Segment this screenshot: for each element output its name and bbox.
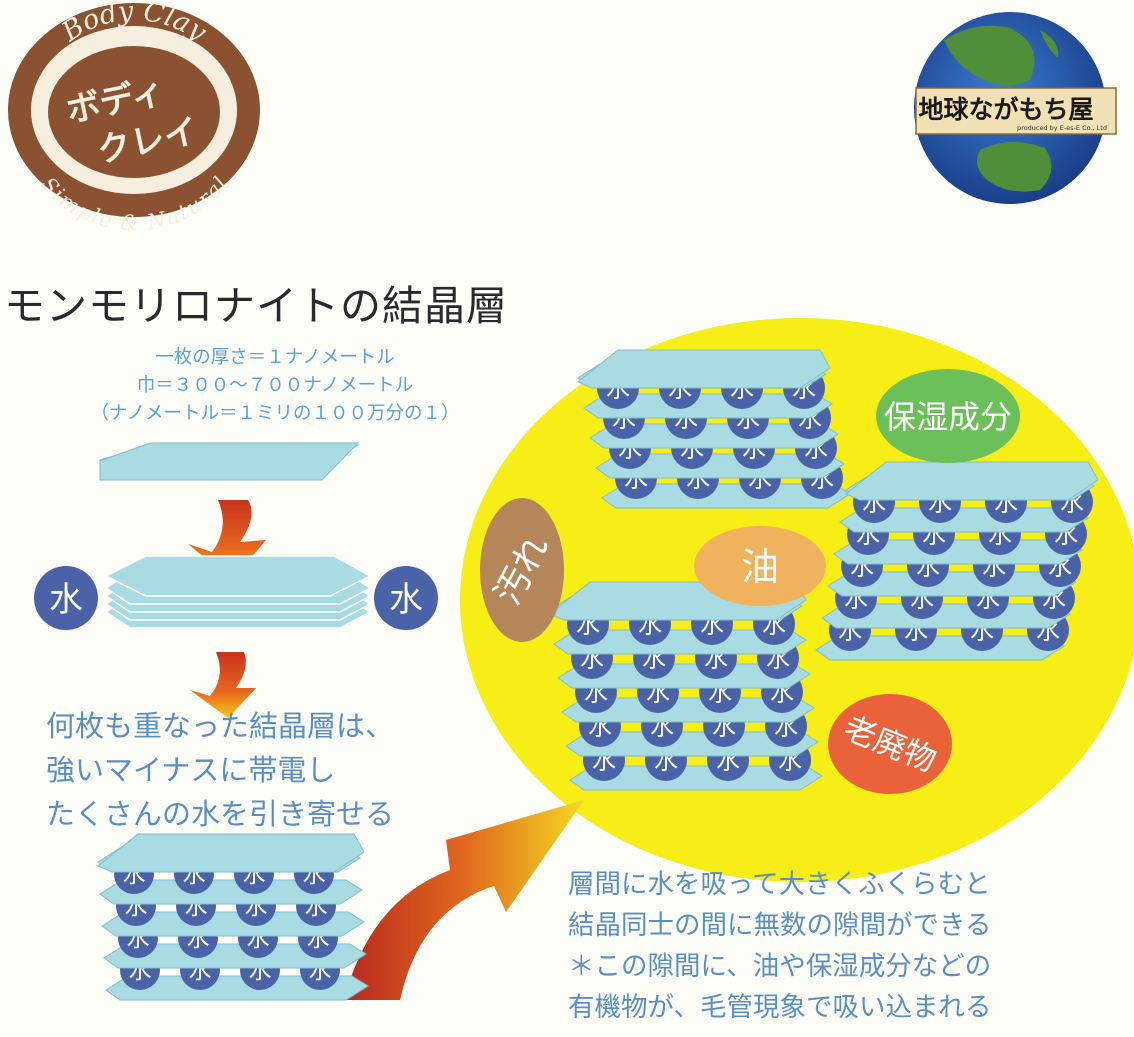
continent-japan <box>1040 30 1059 58</box>
logo-banner-name: 地球ながもち屋 <box>918 95 1093 124</box>
nagamochiya-logo: 地球ながもち屋 produced by E-es-E Co., Ltd <box>914 12 1117 204</box>
stack-description: 何枚も重なった結晶層は、 強いマイナスに帯電し たくさんの水を引き寄せる <box>46 704 394 836</box>
desc1-line2: 強いマイナスに帯電し <box>46 753 336 787</box>
desc2-line2: 結晶同士の間に無数の隙間ができる <box>568 910 992 941</box>
water-molecule-left: 水 <box>34 566 98 630</box>
svg-text:水: 水 <box>389 580 423 620</box>
crystal-plate-top <box>97 833 365 873</box>
logo-banner <box>915 87 1117 135</box>
continent-australia <box>976 141 1052 192</box>
desc2-line1: 層間に水を吸って大きくふくらむと <box>568 869 991 900</box>
bubble-oil: 油 <box>694 526 826 606</box>
thin-plate-stack <box>104 555 372 629</box>
bubble-moisturizer: 保湿成分 <box>876 369 1020 463</box>
spec-unit-note: （ナノメートル＝１ミリの１００万分の１） <box>90 403 460 424</box>
svg-text:水: 水 <box>49 580 83 620</box>
page-title: モンモリロナイトの結晶層 <box>4 282 508 330</box>
body-clay-logo: Body Clay Simple & Natural ボディ クレイ <box>8 0 260 235</box>
crystal-spec: 一枚の厚さ＝１ナノメートル 巾＝３００〜７００ナノメートル （ナノメートル＝１ミ… <box>40 344 510 428</box>
logo-banner-sub: produced by E-es-E Co., Ltd <box>1017 124 1107 132</box>
gap-description: 層間に水を吸って大きくふくらむと 結晶同士の間に無数の隙間ができる ＊この隙間に… <box>568 864 991 1028</box>
desc2-line3: ＊この隙間に、油や保湿成分などの <box>568 951 992 982</box>
desc1-line1: 何枚も重なった結晶層は、 <box>46 709 395 743</box>
crystal-plate-top <box>845 461 1099 501</box>
big-arrow-to-gap <box>344 800 584 1000</box>
hydrated-stacks: 水水水水水水水水水水水水水水水水水水水水水水水水水水水水水水水水水水水水水水水水… <box>97 349 1099 1001</box>
desc1-line3: たくさんの水を引き寄せる <box>46 797 395 831</box>
crystal-plate-top <box>577 349 831 389</box>
spec-thickness: 一枚の厚さ＝１ナノメートル <box>155 347 395 368</box>
bubble-dirt: 汚れ <box>480 498 564 642</box>
stack-right: 水水水水水水水水水水水水水水水水水水水水 <box>815 461 1099 661</box>
stack-bottom: 水水水水水水水水水水水水水水水水水水水水 <box>549 581 823 791</box>
down-arrow-2 <box>190 652 256 718</box>
bubble-waste: 老廃物 <box>828 694 952 794</box>
svg-text:油: 油 <box>741 545 779 589</box>
desc2-line4: 有機物が、毛管現象で吸い込まれる <box>568 992 992 1023</box>
logo-center <box>48 46 220 178</box>
water-molecule-right: 水 <box>374 566 438 630</box>
spec-width: 巾＝３００〜７００ナノメートル <box>136 375 414 396</box>
stack-left-bottom: 水水水水水水水水水水水水水水水水 <box>97 833 369 1001</box>
single-crystal-plate <box>99 442 360 481</box>
continent-asia <box>944 25 1035 86</box>
svg-text:保湿成分: 保湿成分 <box>884 398 1012 436</box>
